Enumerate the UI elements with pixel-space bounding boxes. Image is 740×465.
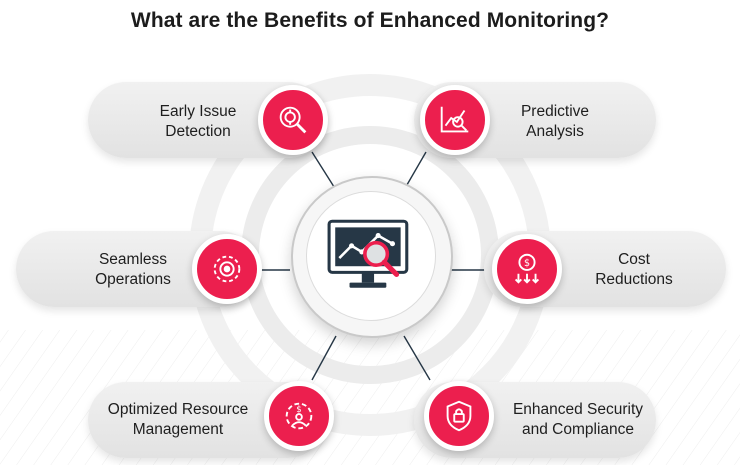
benefit-label-seamless-operations: Seamless Operations [95,251,171,288]
search-target-icon [258,85,328,155]
connector-line [311,151,337,191]
svg-text:$: $ [524,258,530,269]
benefit-label-optimized-resource-management: Optimized Resource Management [107,401,249,438]
gear-dollar-person-icon: $ [264,381,334,451]
shield-lock-icon [424,381,494,451]
coin-down-arrows-icon: $ [492,234,562,304]
chart-magnifier-icon [420,85,490,155]
connector-line [311,335,337,381]
svg-text:$: $ [296,405,301,415]
gear-cycle-icon [192,234,262,304]
benefit-label-enhanced-security: Enhanced Security and Compliance [512,401,644,438]
connector-line [403,335,431,381]
benefit-label-cost-reductions: Cost Reductions [595,251,673,288]
monitor-analytics-icon [306,191,436,321]
benefit-label-early-issue-detection: Early Issue Detection [159,103,237,140]
page-title: What are the Benefits of Enhanced Monito… [130,9,610,32]
benefit-label-predictive-analysis: Predictive Analysis [520,103,590,140]
